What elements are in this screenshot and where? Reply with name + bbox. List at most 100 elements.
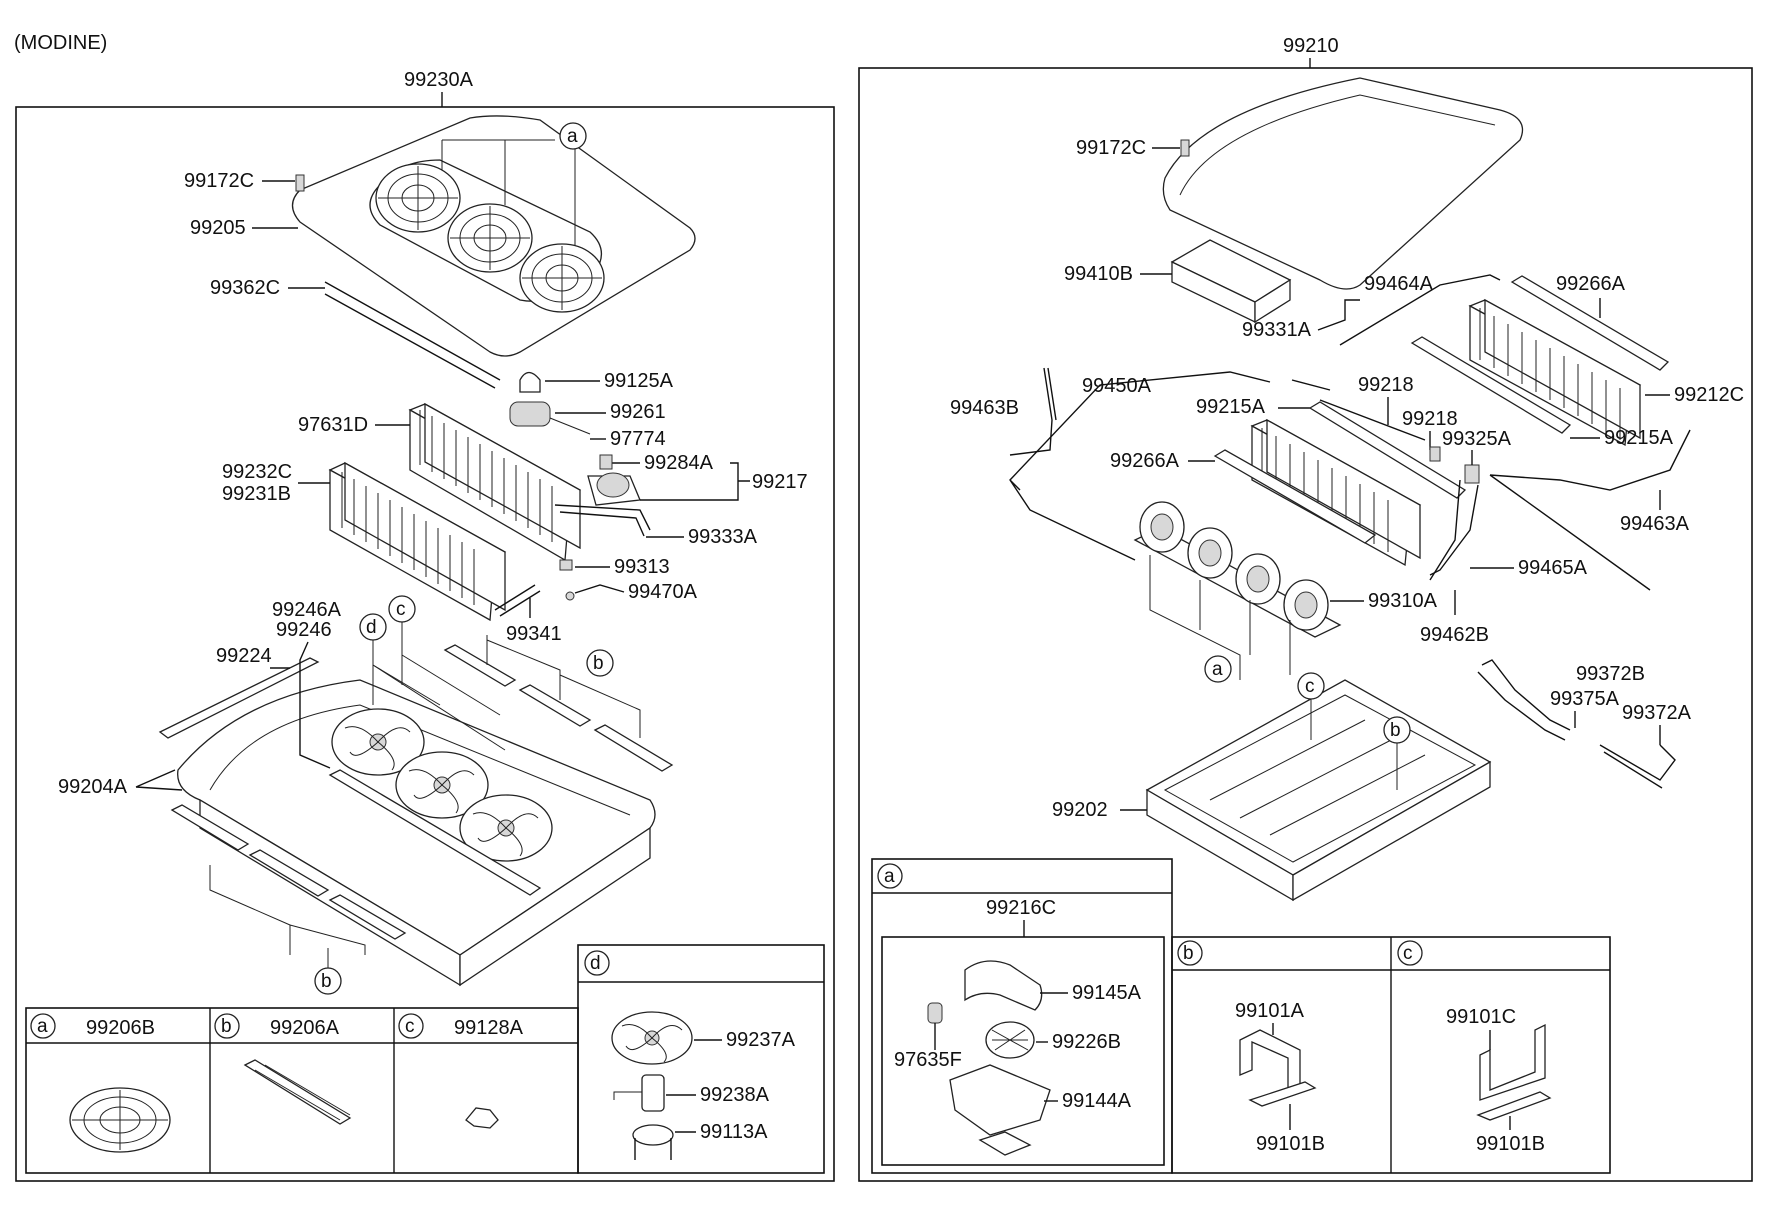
tube-99341	[494, 584, 541, 617]
label-99246A: 99246A	[272, 599, 342, 621]
plate-99266A-mid	[1213, 449, 1377, 544]
harness-99463A	[1489, 429, 1691, 591]
label-99450A: 99450A	[1082, 375, 1152, 397]
grille-b-upper	[443, 644, 674, 772]
label-99172C-left: 99172C	[184, 170, 254, 192]
label-99217: 99217	[752, 471, 808, 493]
svg-text:c: c	[1403, 943, 1413, 964]
part-99206B: 99206B	[86, 1017, 155, 1039]
part-99145A: 99145A	[1072, 982, 1142, 1004]
label-99218-b: 99218	[1402, 408, 1458, 430]
callout-b-lower: b	[314, 967, 342, 995]
svg-text:c: c	[1305, 676, 1315, 697]
label-99372B: 99372B	[1576, 663, 1645, 685]
part-99216C: 99216C	[986, 897, 1056, 919]
drier-99261	[509, 401, 551, 427]
label-99313: 99313	[614, 556, 670, 578]
part-99101B-c: 99101B	[1476, 1133, 1545, 1155]
label-99362C: 99362C	[210, 277, 280, 299]
control-box-99410B	[1170, 239, 1292, 324]
svg-text:a: a	[884, 866, 895, 887]
label-99410B: 99410B	[1064, 263, 1133, 285]
label-99204A: 99204A	[58, 776, 128, 798]
bracket-99125A	[519, 371, 541, 393]
detail-box-b-right: b 99101A 99101B	[1177, 940, 1325, 1155]
part-99226B: 99226B	[1052, 1031, 1121, 1053]
blower-housing-99145A	[964, 960, 1043, 1011]
label-99246: 99246	[276, 619, 332, 641]
label-99215A-b: 99215A	[1604, 427, 1674, 449]
bracket-99217	[730, 462, 750, 501]
label-99341: 99341	[506, 623, 562, 645]
tube-99333A	[554, 504, 651, 537]
label-99212C: 99212C	[1674, 384, 1744, 406]
part-99144A: 99144A	[1062, 1090, 1132, 1112]
label-99202: 99202	[1052, 799, 1108, 821]
detail-box-c-left: c 99128A	[398, 1013, 524, 1129]
right-assembly-frame	[858, 67, 1753, 1182]
label-99284A: 99284A	[644, 452, 714, 474]
evaporator-top-cover	[1162, 77, 1524, 290]
part-99238A: 99238A	[700, 1084, 770, 1106]
callout-d-base: d	[359, 613, 387, 641]
part-99128A: 99128A	[454, 1017, 524, 1039]
right-assembly-label: 99210	[1283, 35, 1339, 57]
detail-box-a-right: a 99216C 99145A 97635F 99226B 99144A	[877, 863, 1165, 1166]
label-99375A: 99375A	[1550, 688, 1620, 710]
detail-box-a-left: a 99206B	[30, 1013, 171, 1153]
plate-99215A-right	[1410, 336, 1572, 434]
part-99237A: 99237A	[726, 1029, 796, 1051]
tube-99463B	[1009, 367, 1057, 456]
fan-d-3	[459, 794, 553, 862]
tube-99218-a	[1291, 379, 1426, 441]
valve-99325A	[1464, 464, 1480, 484]
label-99325A: 99325A	[1442, 428, 1512, 450]
label-99232C: 99232C	[222, 461, 292, 483]
label-99462B: 99462B	[1420, 624, 1489, 646]
callout-b-upper: b	[586, 649, 614, 677]
plate-99266A-top	[1510, 275, 1670, 371]
part-99101C-c: 99101C	[1446, 1006, 1516, 1028]
plate-99215A-left	[1308, 401, 1467, 499]
callout-c-right: c	[1297, 672, 1325, 700]
label-99310A: 99310A	[1368, 590, 1438, 612]
label-99331A: 99331A	[1242, 319, 1312, 341]
hose-99372A	[1599, 744, 1676, 789]
label-99266A-mid: 99266A	[1110, 450, 1180, 472]
callout-a-blowers: a	[1204, 655, 1232, 683]
harness-99462B	[1429, 479, 1461, 581]
tube-99464A	[1339, 274, 1501, 346]
harness-99450A	[1009, 371, 1271, 561]
fan-grille-3	[519, 243, 605, 313]
svg-text:d: d	[590, 953, 601, 974]
evaporator-coil-middle	[1250, 418, 1422, 567]
label-97631D: 97631D	[298, 414, 368, 436]
label-99218-a: 99218	[1358, 374, 1414, 396]
case-99144A	[949, 1064, 1051, 1136]
svg-text:b: b	[1183, 943, 1194, 964]
detail-box-d-left: d 99237A 99238A 99113A	[584, 950, 796, 1160]
svg-text:b: b	[593, 653, 604, 674]
condenser-housing	[177, 679, 656, 987]
grille-b-lower	[170, 804, 407, 940]
label-99333A: 99333A	[688, 526, 758, 548]
detail-box-b-left: b 99206A	[214, 1013, 352, 1125]
variant-label: (MODINE)	[14, 32, 107, 54]
label-99372A: 99372A	[1622, 702, 1692, 724]
label-99172C-right: 99172C	[1076, 137, 1146, 159]
seal-99224	[158, 657, 320, 739]
label-99266A-top: 99266A	[1556, 273, 1626, 295]
svg-text:a: a	[37, 1016, 48, 1037]
part-99101B-b: 99101B	[1256, 1133, 1325, 1155]
part-99113A: 99113A	[700, 1121, 768, 1143]
harness-99465A	[1429, 484, 1479, 576]
svg-text:a: a	[1212, 659, 1223, 680]
detail-box-c-right: c 99101C 99101B	[1397, 940, 1552, 1155]
blower-row-99310A	[1133, 501, 1342, 638]
label-99261: 99261	[610, 401, 666, 423]
label-99465A: 99465A	[1518, 557, 1588, 579]
tube-99362C	[324, 281, 501, 389]
svg-text:c: c	[396, 599, 406, 620]
condenser-top-cover	[291, 115, 696, 357]
